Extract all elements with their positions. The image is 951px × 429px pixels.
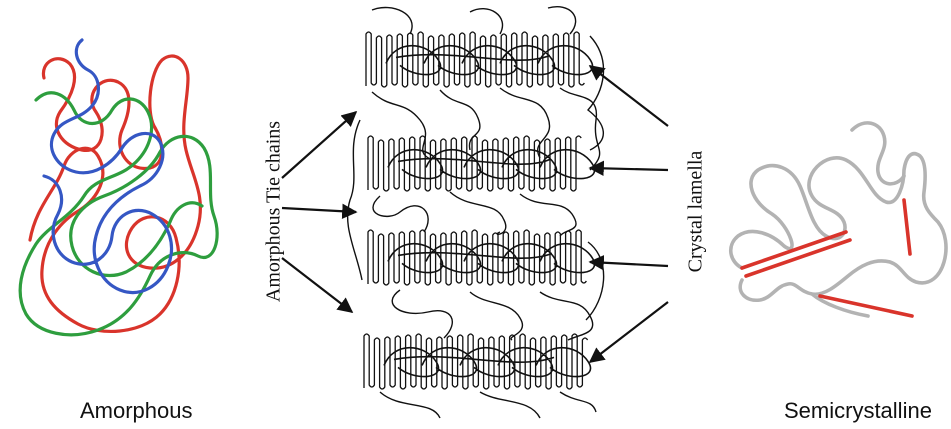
semicrystalline-panel bbox=[731, 123, 946, 316]
amorphous-panel bbox=[20, 40, 217, 335]
tie-chain-arrow-middle bbox=[282, 208, 356, 212]
lamellar-structure bbox=[348, 7, 604, 418]
tie-chain-3 bbox=[373, 192, 506, 234]
lamella-arrow-1 bbox=[590, 66, 668, 126]
semicrystalline-chain-upper bbox=[852, 123, 904, 184]
lamella-loops bbox=[384, 348, 591, 377]
lamella-loops bbox=[388, 244, 595, 273]
crystal-lamella-1 bbox=[366, 32, 593, 87]
tie-chain-6 bbox=[372, 7, 576, 34]
crystal-lamella-2 bbox=[368, 136, 595, 191]
folded-chain bbox=[364, 334, 588, 389]
semicrystalline-caption: Semicrystalline bbox=[784, 398, 932, 424]
tie-chain-arrow-top bbox=[282, 112, 356, 178]
tie-chain-arrow-bottom bbox=[282, 258, 352, 312]
tie-chain-9 bbox=[348, 120, 362, 280]
crystal-lamella-label: Crystal lamella bbox=[685, 137, 708, 287]
folded-chain bbox=[368, 136, 581, 191]
lamella-loops bbox=[388, 150, 595, 179]
lamella-arrow-2 bbox=[590, 168, 668, 170]
crystal-segment-1 bbox=[742, 232, 846, 268]
crystal-lamella-3 bbox=[368, 230, 595, 285]
tie-chain-arrows bbox=[282, 112, 356, 312]
lamella-arrows bbox=[590, 66, 668, 362]
tie-chain-5 bbox=[470, 292, 593, 340]
crystal-lamella-4 bbox=[364, 334, 591, 389]
amorphous-chain-red bbox=[30, 56, 200, 331]
tie-chain-7 bbox=[380, 392, 596, 418]
crystal-segment-3 bbox=[904, 200, 910, 254]
crystal-segment-2 bbox=[746, 240, 850, 276]
lamella-loops bbox=[386, 46, 593, 75]
tie-chains-label: Amorphous Tie chains bbox=[263, 112, 286, 312]
lamella-arrow-4 bbox=[590, 302, 668, 362]
amorphous-caption: Amorphous bbox=[80, 398, 193, 424]
